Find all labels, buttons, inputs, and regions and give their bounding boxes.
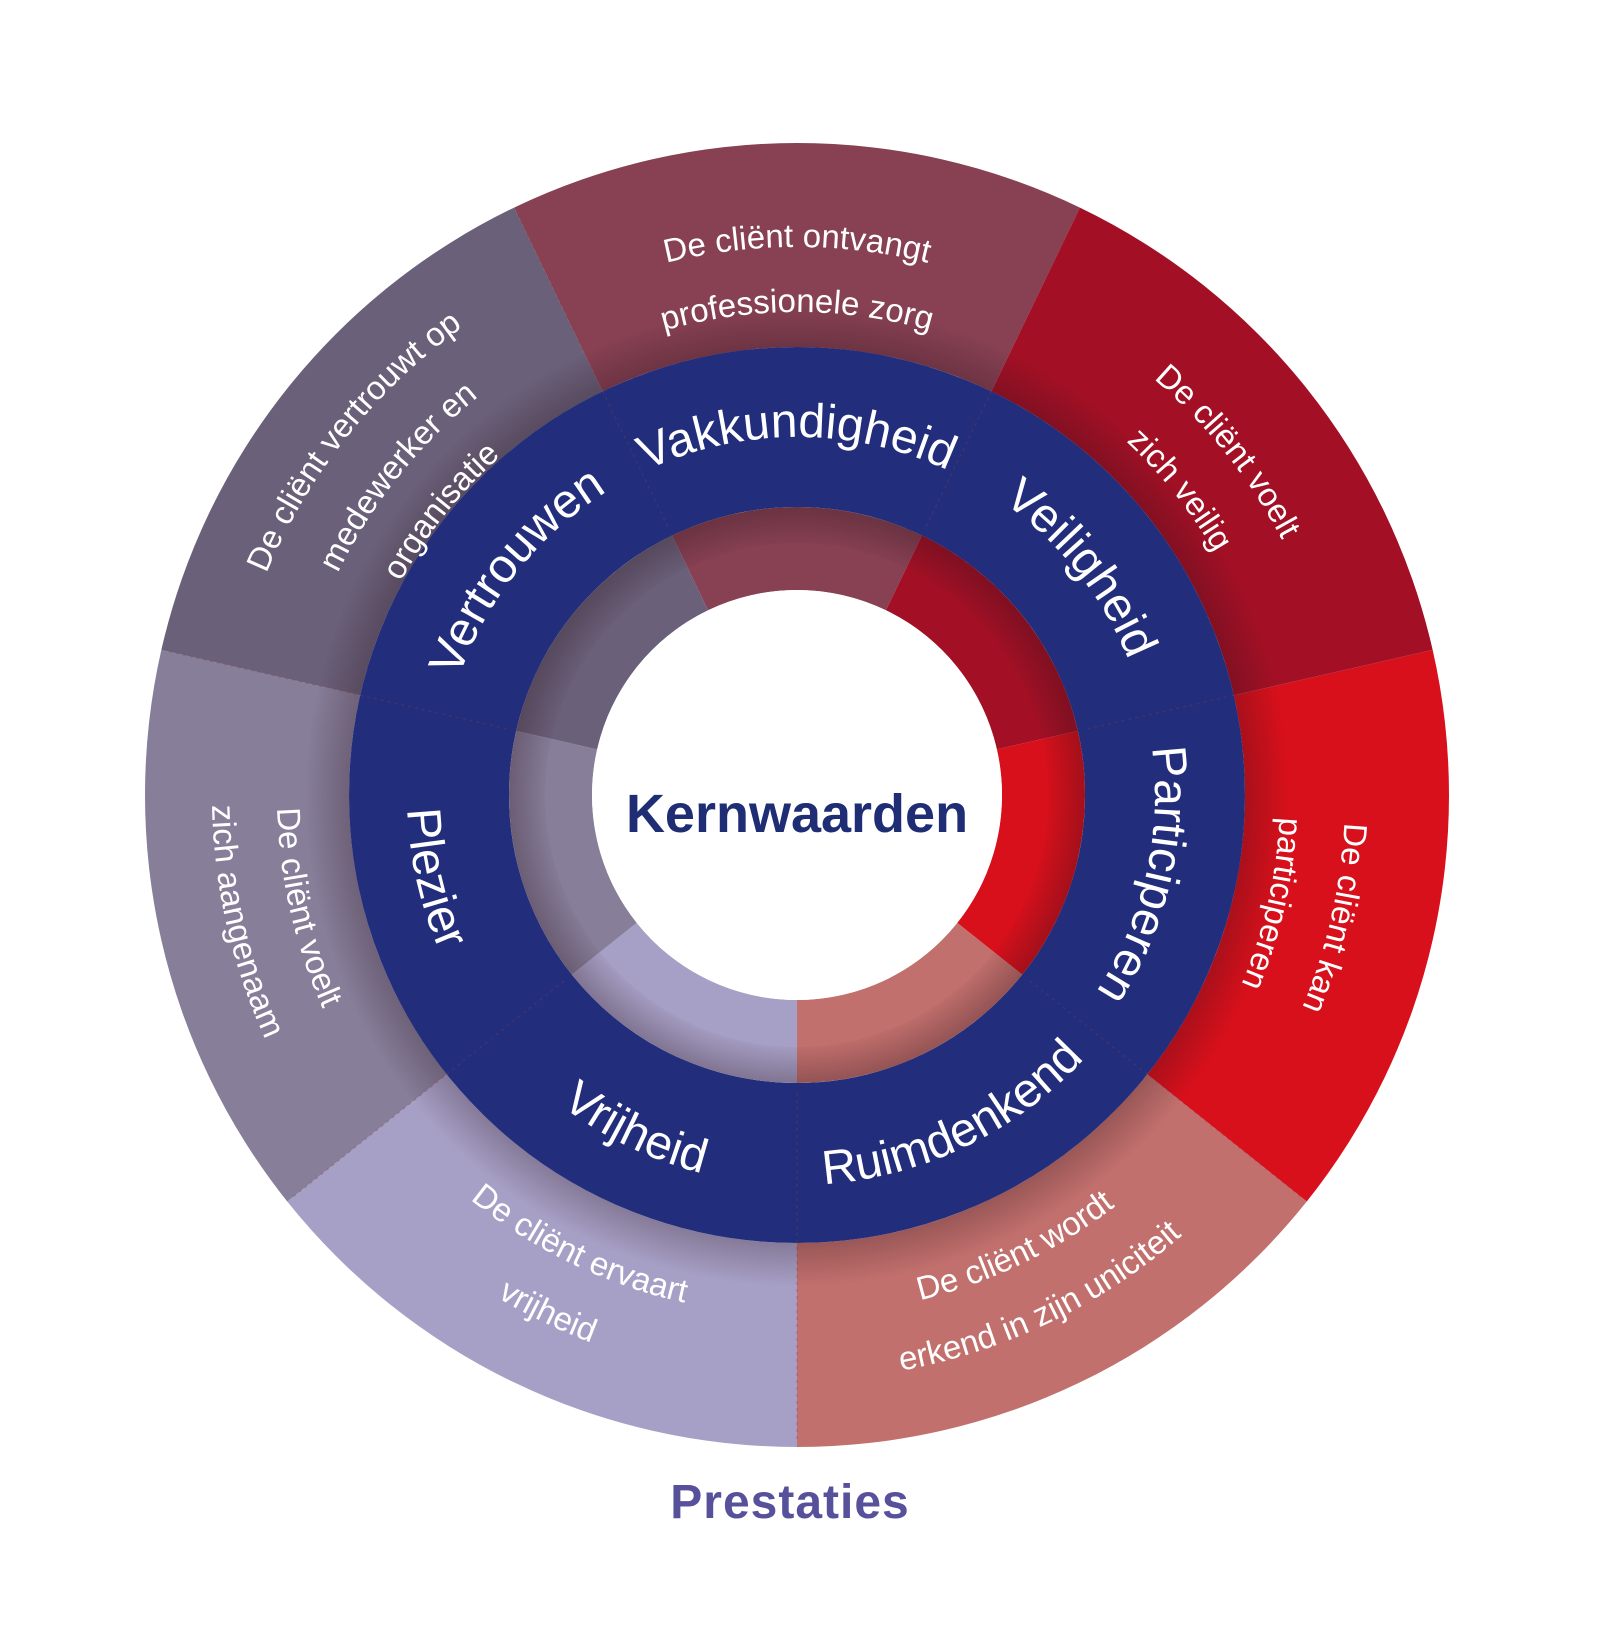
segment-participeren-outer-ring xyxy=(1147,649,1449,1202)
center-title: Kernwaarden xyxy=(626,784,968,844)
center-circle xyxy=(592,590,1002,1000)
segment-vrijheid-outer-ring xyxy=(287,1074,797,1447)
segment-divider xyxy=(1029,980,1303,1199)
footer-label: Prestaties xyxy=(670,1476,909,1529)
segment-divider xyxy=(167,650,507,730)
segment-ruimdenkend-outer-ring xyxy=(797,1074,1307,1447)
segment-divider xyxy=(925,212,1078,527)
segment-plezier-outer-ring xyxy=(145,649,447,1202)
segment-divider xyxy=(516,212,669,527)
segment-vertrouwen-outer-ring xyxy=(161,207,603,696)
segment-divider xyxy=(1087,650,1427,730)
segment-veiligheid-outer-ring xyxy=(991,207,1433,696)
values-ring-band xyxy=(349,347,1245,1243)
segment-divider xyxy=(291,980,565,1199)
